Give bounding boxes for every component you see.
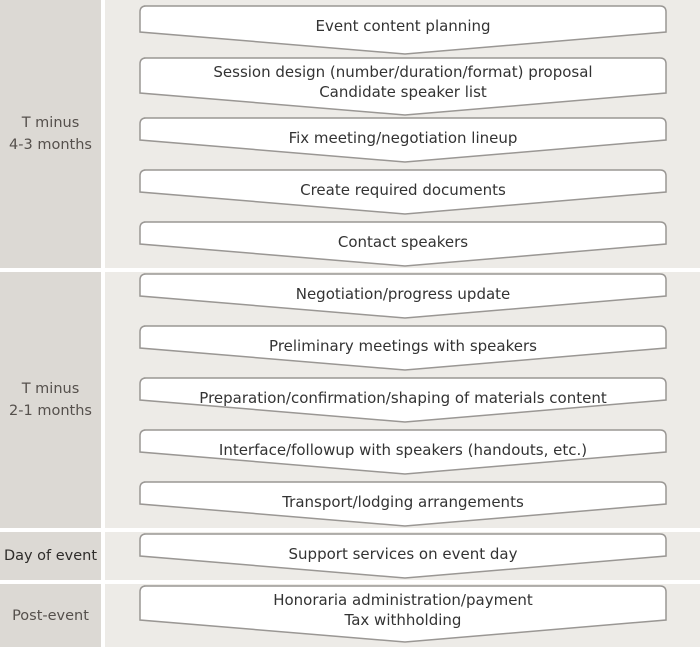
- phase-label-post-event: Post-event: [0, 584, 101, 647]
- step-label-4: Create required documents: [300, 181, 506, 199]
- phase-label-2-1-months: T minus 2-1 months: [0, 272, 101, 528]
- step-label-9: Interface/followup with speakers (handou…: [218, 441, 588, 459]
- step-label-12: Honoraria administration/payment Tax wit…: [273, 591, 533, 629]
- step-box-11: [139, 533, 667, 579]
- step-box-3: [139, 117, 667, 163]
- step-box-12: [139, 585, 667, 643]
- step-box-5: [139, 221, 667, 267]
- step-label-1: Event content planning: [315, 17, 491, 35]
- phase-label-4-3-months: T minus 4-3 months: [0, 0, 101, 268]
- step-label-3: Fix meeting/negotiation lineup: [288, 129, 518, 147]
- step-box-8: [139, 377, 667, 423]
- step-box-4: [139, 169, 667, 215]
- step-label-2: Session design (number/duration/format) …: [213, 63, 593, 101]
- step-label-5: Contact speakers: [337, 233, 469, 251]
- phase-label-day-of-event: Day of event: [0, 532, 101, 580]
- step-label-6: Negotiation/progress update: [295, 285, 511, 303]
- step-label-11: Support services on event day: [288, 545, 518, 563]
- step-label-8: Preparation/confirmation/shaping of mate…: [199, 389, 607, 407]
- step-label-10: Transport/lodging arrangements: [282, 493, 524, 511]
- step-box-1: [139, 5, 667, 55]
- step-box-7: [139, 325, 667, 371]
- step-label-7: Preliminary meetings with speakers: [269, 337, 537, 355]
- step-box-10: [139, 481, 667, 527]
- step-box-2: [139, 57, 667, 116]
- step-box-6: [139, 273, 667, 319]
- step-box-9: [139, 429, 667, 475]
